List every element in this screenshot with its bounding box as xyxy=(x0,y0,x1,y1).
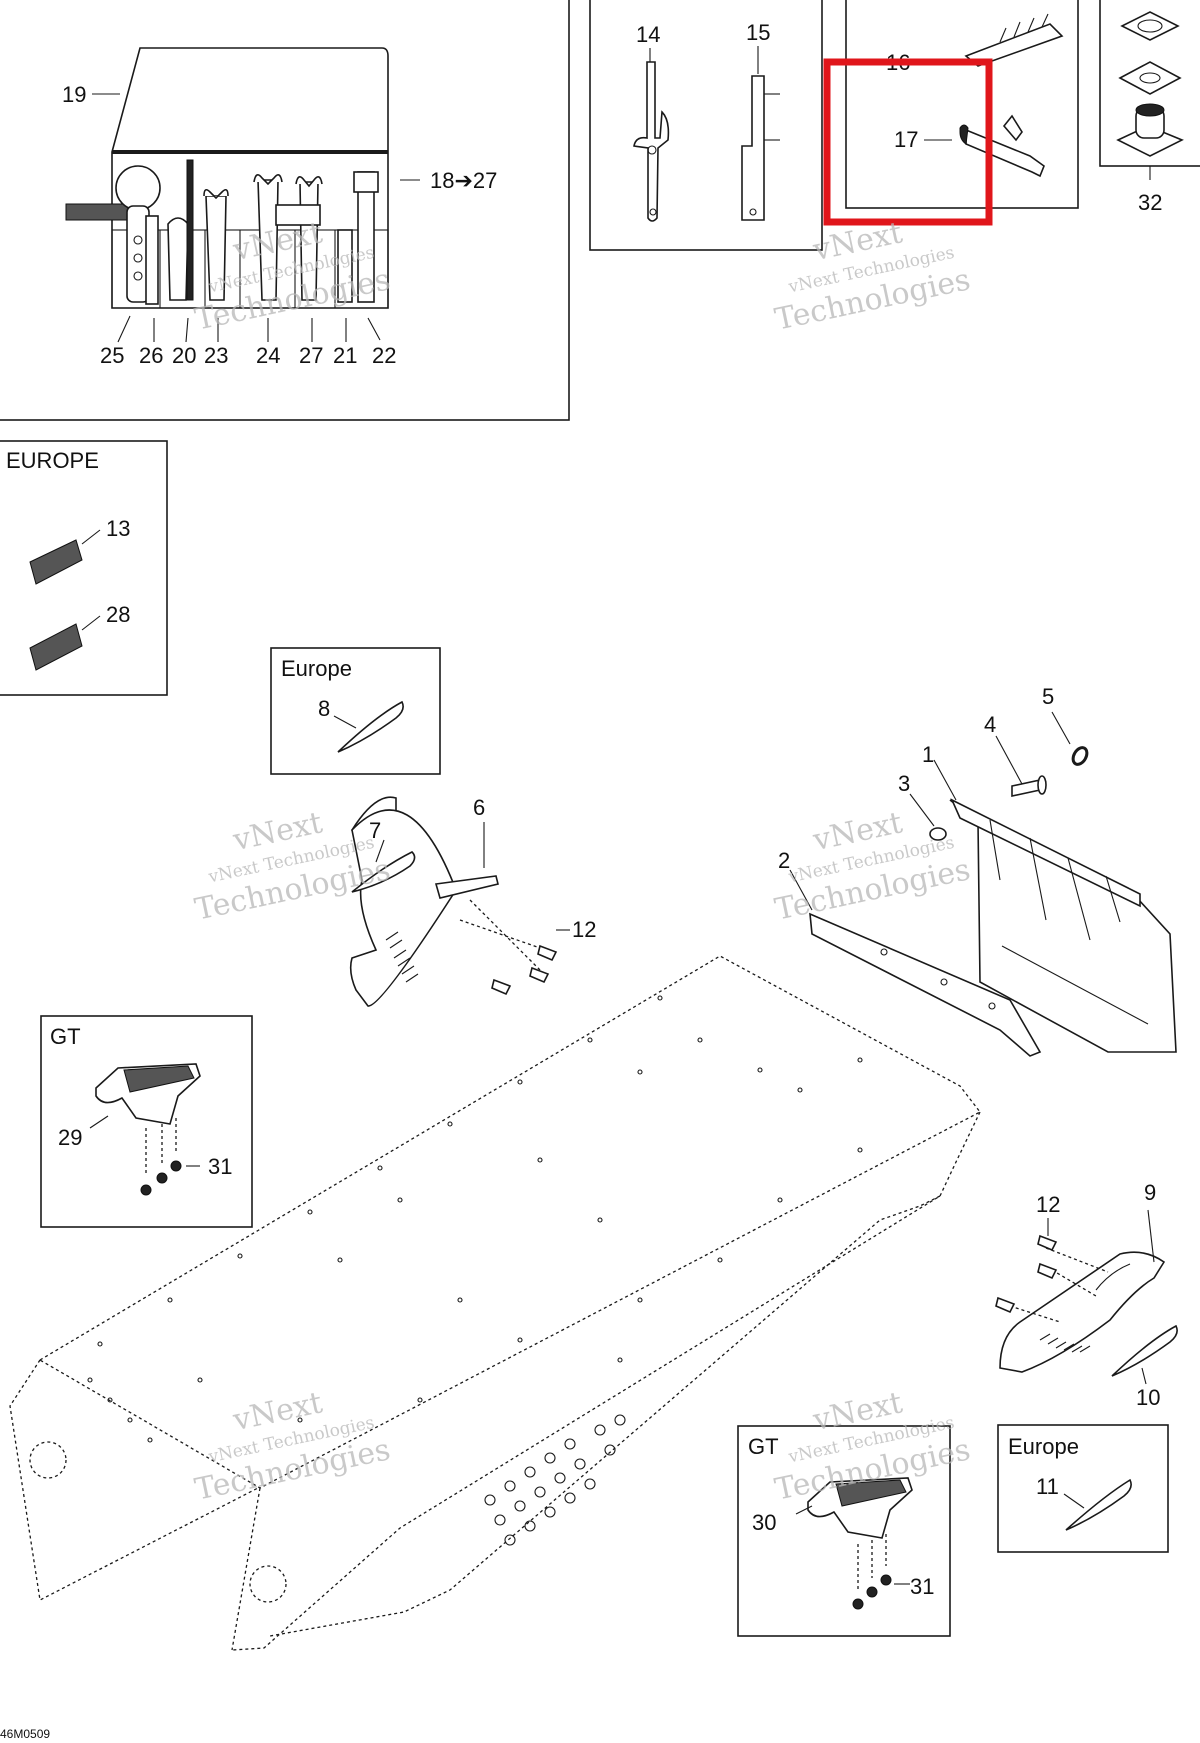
gt-right-panel: GT 30 31 xyxy=(737,1425,951,1637)
step-pad-icon xyxy=(123,1065,195,1093)
callout-6: 6 xyxy=(473,795,485,820)
tunnel xyxy=(9,955,981,1651)
europe-reflector-panel: EUROPE 13 28 xyxy=(0,440,168,696)
callout-9: 9 xyxy=(1144,1180,1156,1205)
watermark-group: vNext vNext Technologies Technologies vN… xyxy=(192,215,973,1507)
snow-flap-assembly: 5 4 1 3 2 xyxy=(778,684,1177,1057)
figure-code: 46M0509 xyxy=(0,1727,50,1741)
callout-1: 1 xyxy=(922,742,934,767)
callout-31-left: 31 xyxy=(208,1154,232,1179)
gt-label-left: GT xyxy=(50,1024,81,1049)
left-running-board: 6 7 12 xyxy=(349,795,596,1007)
callout-24: 24 xyxy=(256,343,280,368)
callout-22: 22 xyxy=(372,343,396,368)
gt-label-right: GT xyxy=(748,1434,779,1459)
callout-10: 10 xyxy=(1136,1385,1160,1410)
europe-label-11: Europe xyxy=(1008,1434,1079,1459)
bumper-panel: 32 xyxy=(1099,0,1200,215)
callout-30: 30 xyxy=(752,1510,776,1535)
callout-13: 13 xyxy=(106,516,130,541)
callout-28: 28 xyxy=(106,602,130,627)
callout-31-right: 31 xyxy=(910,1574,934,1599)
reflector-13-icon xyxy=(29,539,83,585)
brackets-panel: 14 15 xyxy=(589,0,823,251)
callout-17: 17 xyxy=(894,127,918,152)
callout-21: 21 xyxy=(333,343,357,368)
callout-5: 5 xyxy=(1042,684,1054,709)
callout-15: 15 xyxy=(746,20,770,45)
europe-11-panel: Europe 11 xyxy=(997,1424,1169,1553)
europe-label-caps: EUROPE xyxy=(6,448,99,473)
callout-12-right: 12 xyxy=(1036,1192,1060,1217)
highlight-box xyxy=(823,58,993,226)
handle-panel: 16 17 xyxy=(845,0,1079,209)
callout-26: 26 xyxy=(139,343,163,368)
gt-left-panel: GT 29 31 xyxy=(40,1015,253,1228)
tool-kit-panel: 19 18➔27 25 26 20 23 24 27 21 22 xyxy=(0,0,570,421)
callout-12-left: 12 xyxy=(572,917,596,942)
callout-27: 27 xyxy=(299,343,323,368)
right-running-board: 12 9 10 xyxy=(995,1180,1178,1410)
callout-25: 25 xyxy=(100,343,124,368)
callout-4: 4 xyxy=(984,712,996,737)
callout-3: 3 xyxy=(898,771,910,796)
callout-11: 11 xyxy=(1036,1474,1059,1499)
callout-8: 8 xyxy=(318,696,330,721)
step-pad-icon xyxy=(835,1479,907,1507)
callout-14: 14 xyxy=(636,22,660,47)
reflector-28-icon xyxy=(29,623,83,671)
europe-8-panel: Europe 8 xyxy=(270,647,441,775)
callout-18-27: 18➔27 xyxy=(430,168,497,193)
europe-label-8: Europe xyxy=(281,656,352,681)
callout-19: 19 xyxy=(62,82,86,107)
callout-7: 7 xyxy=(369,818,381,843)
callout-23: 23 xyxy=(204,343,228,368)
callout-20: 20 xyxy=(172,343,196,368)
callout-29: 29 xyxy=(58,1125,82,1150)
callout-32: 32 xyxy=(1138,190,1162,215)
callout-2: 2 xyxy=(778,848,790,873)
